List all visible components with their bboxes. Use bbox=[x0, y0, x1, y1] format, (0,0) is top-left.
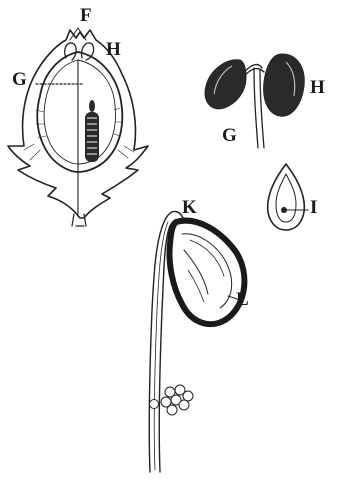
label-k: K bbox=[182, 198, 197, 217]
label-i: I bbox=[310, 198, 317, 217]
right-anther bbox=[264, 54, 305, 116]
seed-on-stalk-drawing bbox=[149, 211, 244, 472]
label-f: F bbox=[80, 6, 92, 25]
label-h-left: H bbox=[106, 40, 121, 59]
label-l: L bbox=[236, 290, 249, 309]
label-h-right: H bbox=[310, 78, 325, 97]
ovary-section-drawing bbox=[8, 28, 148, 226]
grain-cluster bbox=[150, 385, 194, 415]
ovule-section-drawing bbox=[268, 164, 308, 230]
left-anther bbox=[205, 60, 246, 109]
anther-pair-drawing bbox=[205, 54, 304, 148]
ovule-column bbox=[85, 100, 99, 162]
seed-body bbox=[170, 221, 245, 325]
label-g-left: G bbox=[12, 70, 27, 89]
label-g-right: G bbox=[222, 126, 237, 145]
